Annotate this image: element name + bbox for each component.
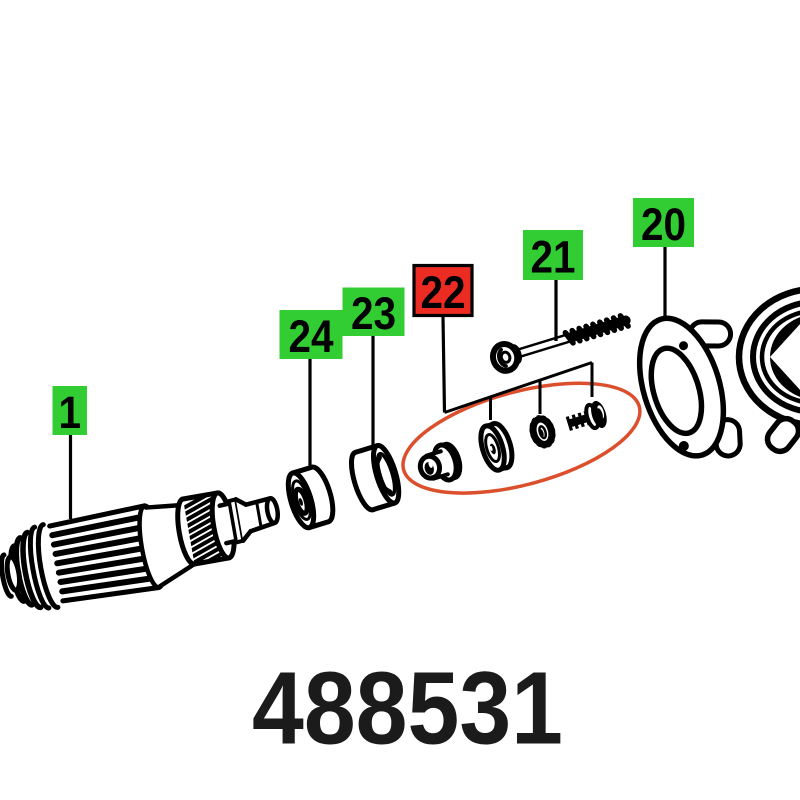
svg-text:488531: 488531 [252, 650, 563, 765]
svg-text:20: 20 [641, 200, 686, 250]
svg-text:23: 23 [351, 289, 396, 339]
svg-text:21: 21 [530, 232, 575, 282]
svg-text:1: 1 [58, 388, 81, 438]
svg-text:22: 22 [420, 268, 465, 318]
svg-text:24: 24 [288, 312, 333, 362]
